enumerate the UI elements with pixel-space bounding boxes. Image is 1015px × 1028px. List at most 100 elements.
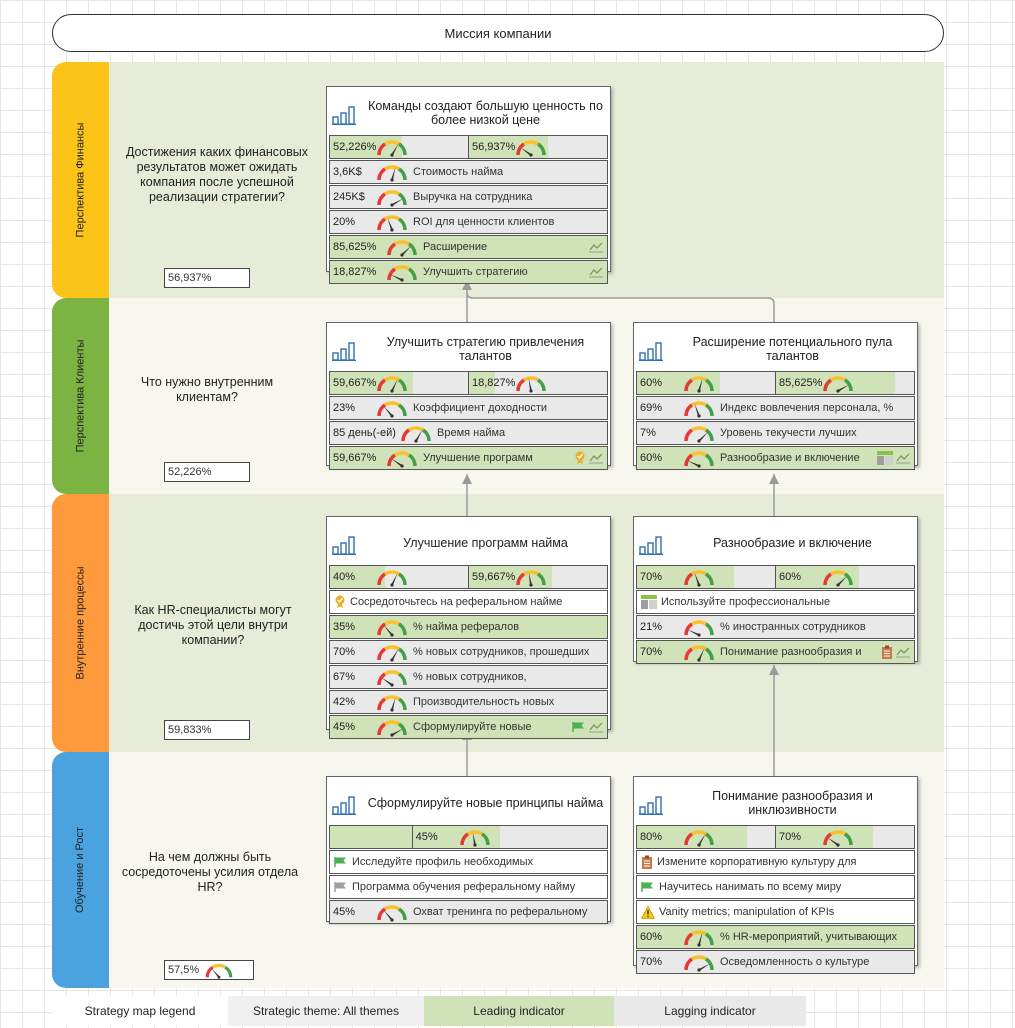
legend-theme[interactable]: Strategic theme: All themes xyxy=(228,996,424,1026)
indicator-row-dual[interactable]: 40% 59,667% xyxy=(329,565,608,589)
gauge-icon xyxy=(823,830,853,847)
indicator-row[interactable]: 7% Уровень текучести лучших xyxy=(636,421,915,445)
indicator-value: 23% xyxy=(333,402,356,414)
indicator-row[interactable]: 245K$ Выручка на сотрудника xyxy=(329,185,608,209)
initiative-row[interactable]: Vanity metrics; manipulation of KPIs xyxy=(636,900,915,924)
gauge-icon xyxy=(401,426,431,443)
indicator-value: 35% xyxy=(333,621,356,633)
initiative-row[interactable]: Исследуйте профиль необходимых xyxy=(329,850,608,874)
objective-card-hiring-principles[interactable]: Сформулируйте новые принципы найма 45% И… xyxy=(326,776,611,924)
indicator-row-dual[interactable]: 60% 85,625% xyxy=(636,371,915,395)
indicator-row[interactable]: 85,625%Расширение xyxy=(329,235,608,259)
gauge-icon xyxy=(684,376,714,393)
indicator-value: 59,667% xyxy=(472,571,516,583)
gauge-icon xyxy=(377,670,407,687)
indicator-row[interactable]: 18,827%Улучшить стратегию xyxy=(329,260,608,284)
indicator-row[interactable]: 23%Коэффициент доходности xyxy=(329,396,608,420)
gauge-icon xyxy=(377,140,407,157)
perspective-score[interactable]: 57,5% xyxy=(164,960,254,980)
clipboard-icon xyxy=(642,855,652,869)
gauge-icon xyxy=(377,376,407,393)
initiative-row[interactable]: Программа обучения реферальному найму xyxy=(329,875,608,899)
indicator-value: 67% xyxy=(333,671,356,683)
indicator-row[interactable]: 35%% найма рефералов xyxy=(329,615,608,639)
indicator-row[interactable]: 85 день(-ей)Время найма xyxy=(329,421,608,445)
indicator-row-dual[interactable]: 45% xyxy=(329,825,608,849)
indicator-row[interactable]: 67%% новых сотрудников, xyxy=(329,665,608,689)
indicator-label: ROI для ценности клиентов xyxy=(413,216,555,228)
indicator-value: 45% xyxy=(333,721,356,733)
initiative-label: Программа обучения реферальному найму xyxy=(352,881,576,893)
indicator-row[interactable]: 45% Сформулируйте новые xyxy=(329,715,608,739)
perspective-score[interactable]: 59,833% xyxy=(164,720,250,740)
indicator-half: 59,667% xyxy=(330,372,469,394)
perspective-score[interactable]: 52,226% xyxy=(164,462,250,482)
indicator-row[interactable]: 59,667%Улучшение программ xyxy=(329,446,608,470)
indicator-row[interactable]: 60%% HR-мероприятий, учитывающих xyxy=(636,925,915,949)
indicator-value: 7% xyxy=(640,427,656,439)
scale-icon xyxy=(896,647,910,658)
indicator-row-dual[interactable]: 70% 60% xyxy=(636,565,915,589)
legend-title: Strategy map legend xyxy=(52,996,228,1026)
objective-card-diversity[interactable]: Разнообразие и включение 70% 60% Использ… xyxy=(633,516,918,664)
objective-card-talent-strategy[interactable]: Улучшить стратегию привлечения талантов … xyxy=(326,322,611,470)
indicator-half: 52,226% xyxy=(330,136,469,158)
perspective-tab-learning[interactable]: Обучение и Рост xyxy=(52,752,109,988)
indicator-row[interactable]: 45%Охват тренинга по реферальному xyxy=(329,900,608,924)
indicator-label: Расширение xyxy=(423,241,488,253)
indicator-row[interactable]: 70%Осведомленность о культуре xyxy=(636,950,915,974)
objective-title: Понимание разнообразия и инклюзивности xyxy=(712,789,873,817)
badge-icon xyxy=(335,595,345,608)
indicator-value: 59,667% xyxy=(333,377,377,389)
perspective-score[interactable]: 56,937% xyxy=(164,268,250,288)
mission-banner[interactable]: Миссия компании xyxy=(52,14,944,52)
indicator-label: Сформулируйте новые xyxy=(413,721,532,733)
indicator-value: 18,827% xyxy=(472,377,516,389)
gauge-icon xyxy=(377,570,407,587)
gauge-icon xyxy=(684,830,714,847)
indicator-value: 80% xyxy=(640,831,663,843)
indicator-row[interactable]: 3,6K$Стоимость найма xyxy=(329,160,608,184)
indicator-row-dual[interactable]: 59,667% 18,827% xyxy=(329,371,608,395)
indicator-row[interactable]: 70%Понимание разнообразия и xyxy=(636,640,915,664)
indicator-label: Уровень текучести лучших xyxy=(720,427,857,439)
objective-card-talent-pool[interactable]: Расширение потенциального пула талантов … xyxy=(633,322,918,470)
scale-icon xyxy=(589,722,603,733)
indicator-row-dual[interactable]: 52,226% 56,937% xyxy=(329,135,608,159)
objective-card-team-value[interactable]: Команды создают большую ценность по боле… xyxy=(326,86,611,284)
scale-icon xyxy=(896,453,910,464)
indicator-value: 45% xyxy=(333,906,356,918)
gauge-icon xyxy=(684,930,714,947)
indicator-row[interactable]: 70%% новых сотрудников, прошедших xyxy=(329,640,608,664)
initiative-row[interactable]: Используйте профессиональные xyxy=(636,590,915,614)
initiative-row[interactable]: Научитесь нанимать по всему миру xyxy=(636,875,915,899)
perspective-tab-processes[interactable]: Внутренние процессы xyxy=(52,494,109,752)
indicator-row[interactable]: 69%Индекс вовлечения персонала, % xyxy=(636,396,915,420)
perspective-tab-finance[interactable]: Перспектива Финансы xyxy=(52,62,109,298)
indicator-label: Время найма xyxy=(437,427,506,439)
badge-icon xyxy=(575,451,585,464)
indicator-value: 245K$ xyxy=(333,191,365,203)
gauge-icon xyxy=(684,401,714,418)
indicator-row[interactable]: 42%Производительность новых xyxy=(329,690,608,714)
initiative-row[interactable]: Измените корпоративную культуру для xyxy=(636,850,915,874)
objective-title: Улучшить стратегию привлечения талантов xyxy=(386,335,585,363)
indicator-value: 60% xyxy=(640,931,663,943)
bar-chart-icon xyxy=(332,342,356,361)
indicator-row-dual[interactable]: 80% 70% xyxy=(636,825,915,849)
indicator-row[interactable]: 21%% иностранных сотрудников xyxy=(636,615,915,639)
gauge-icon xyxy=(387,240,417,257)
objective-card-diversity-understanding[interactable]: Понимание разнообразия и инклюзивности 8… xyxy=(633,776,918,974)
indicator-row[interactable]: 20%ROI для ценности клиентов xyxy=(329,210,608,234)
perspective-name: Перспектива Финансы xyxy=(74,122,87,238)
perspective-tab-customers[interactable]: Перспектива Клиенты xyxy=(52,298,109,494)
indicator-half: 60% xyxy=(776,566,914,588)
initiative-label: Научитесь нанимать по всему миру xyxy=(659,881,842,893)
objective-card-hiring-programs[interactable]: Улучшение программ найма 40% 59,667% Сос… xyxy=(326,516,611,739)
gauge-icon xyxy=(377,165,407,182)
indicator-label: Выручка на сотрудника xyxy=(413,191,533,203)
indicator-row[interactable]: 60%Разнообразие и включение xyxy=(636,446,915,470)
indicator-half: 40% xyxy=(330,566,469,588)
initiative-row[interactable]: Сосредоточьтесь на реферальном найме xyxy=(329,590,608,614)
indicator-half: 70% xyxy=(637,566,776,588)
